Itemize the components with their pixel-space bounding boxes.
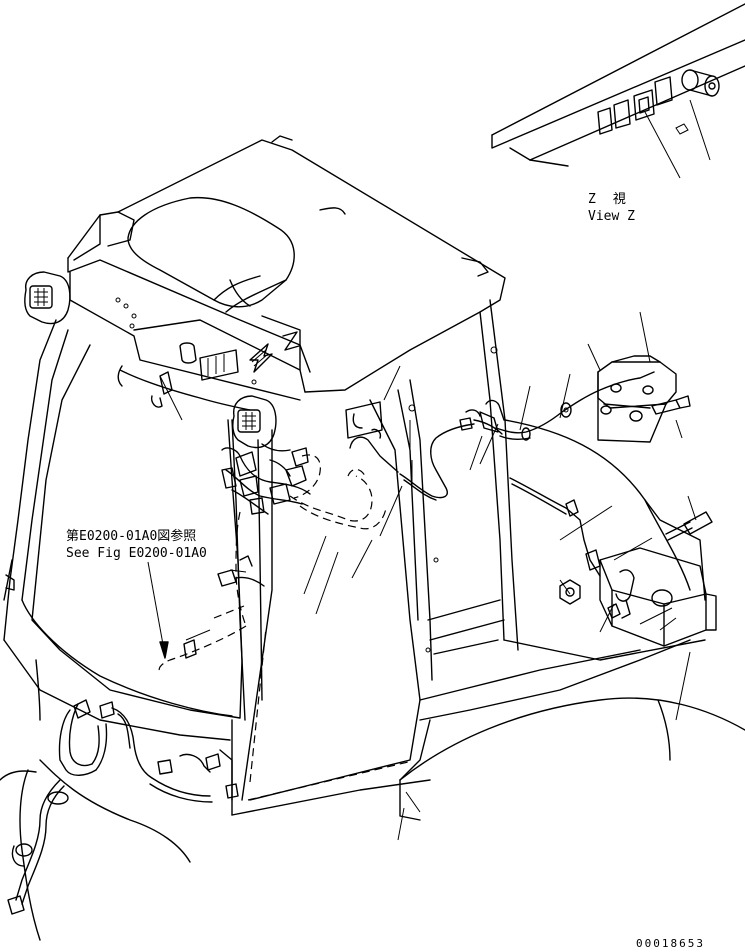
lamp-grid-icon (242, 412, 256, 430)
overhead-panel (179, 331, 300, 385)
view-z-label-jp: Z 視 (588, 192, 628, 207)
connector-icon (7, 895, 25, 915)
rear-lamp-bracket (559, 355, 717, 647)
figure-reference-jp: 第E0200-01A0図参照 (66, 529, 197, 544)
figure-reference-en: See Fig E0200-01A0 (66, 546, 207, 561)
work-lamp-center (232, 395, 277, 449)
leader-lines (147, 311, 697, 841)
work-lamp-left (24, 271, 71, 325)
view-z-detail (491, 3, 745, 179)
wiring-harness (7, 365, 655, 915)
lamp-grid-icon (34, 288, 48, 306)
switch-icon (633, 89, 655, 121)
callout-z-letter: Z (282, 345, 283, 347)
view-arrow-icon (249, 343, 273, 373)
view-z-label-en: View Z (588, 209, 635, 224)
drawing-number: 00018653 (636, 937, 705, 950)
